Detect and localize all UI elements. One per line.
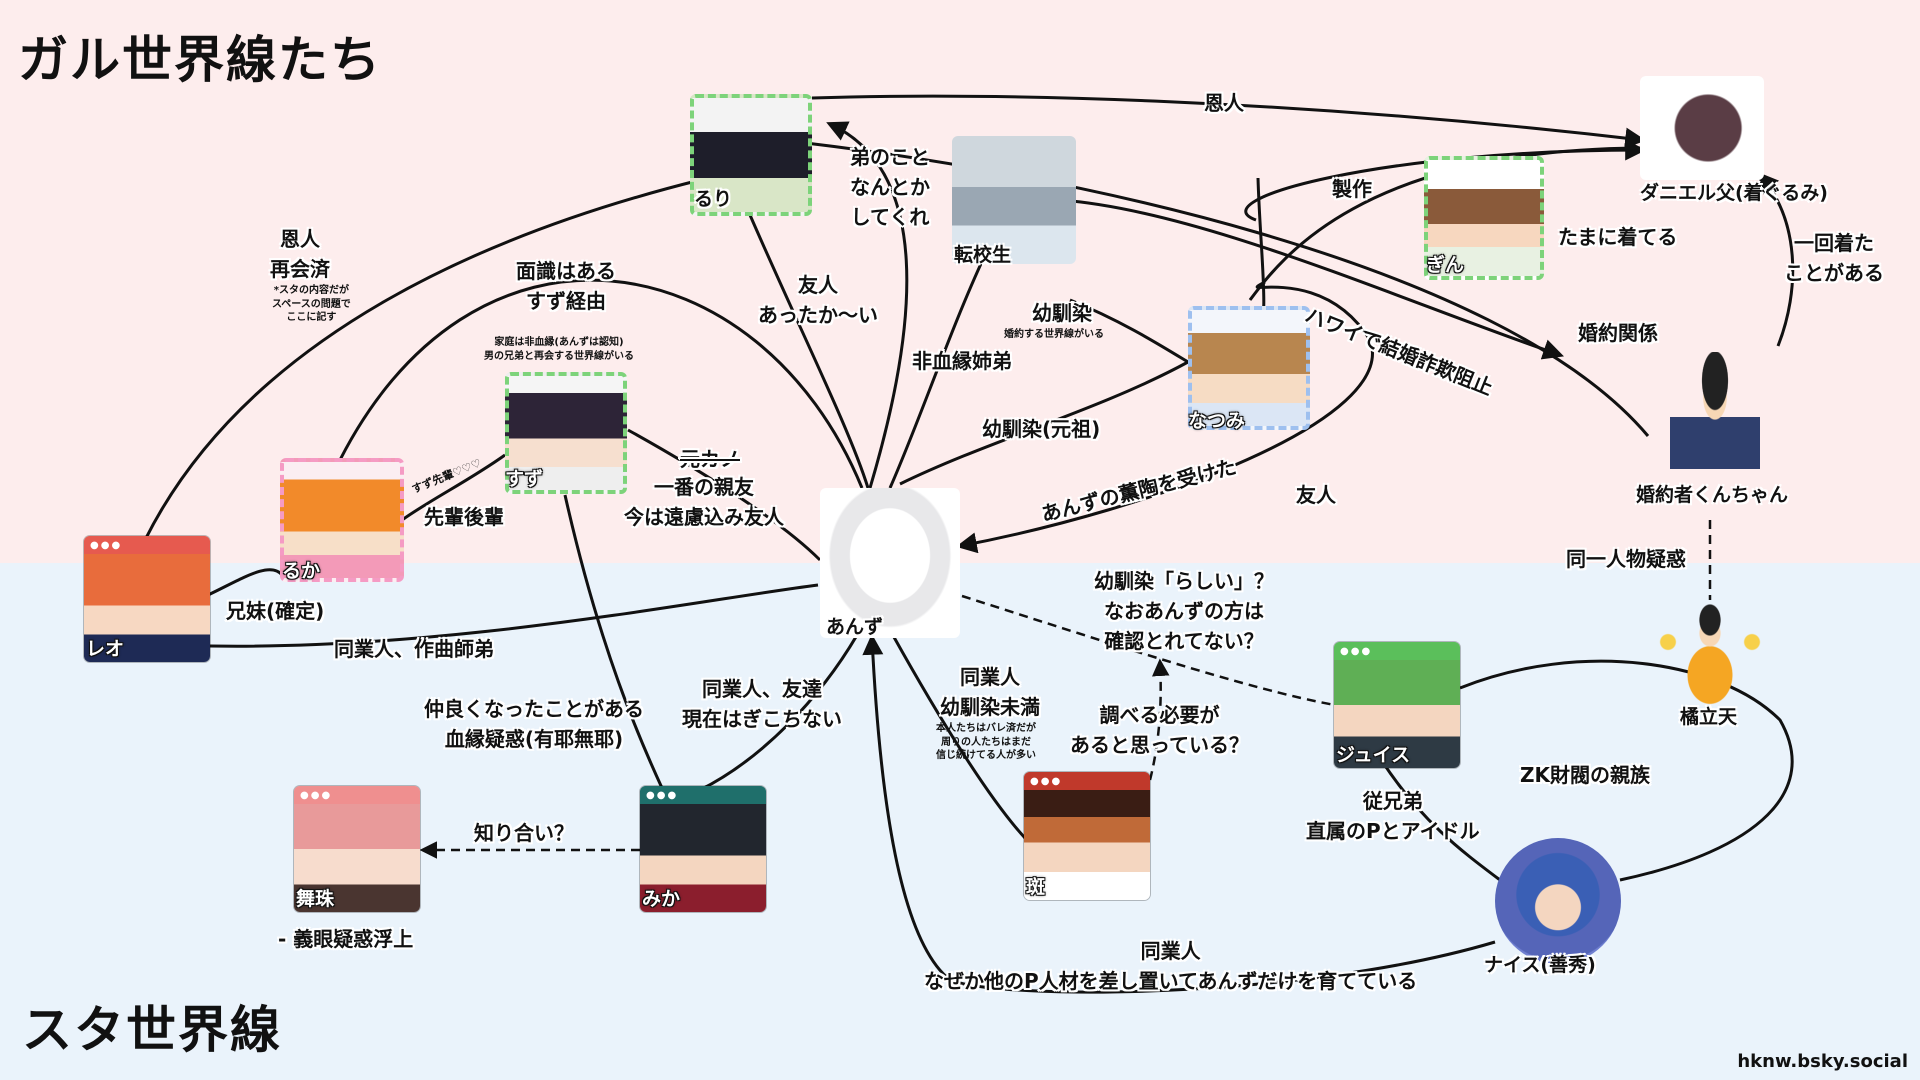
label-ototo: 弟のこと なんとか してくれ <box>850 145 930 229</box>
line-ruri-daniel <box>811 94 1647 149</box>
label-dougyou-sakkyoku: 同業人、作曲師弟 <box>334 637 494 661</box>
line-ruri-anzu <box>748 214 870 489</box>
line-natsumi-anzu <box>899 360 1189 486</box>
label-madara-note: 本人たちはバレ済だが 周りの人たちはまだ 信じ続けてる人が多い <box>936 723 1036 761</box>
label-ichido-kita: 一回着た ことがある <box>1784 231 1884 285</box>
label-gigan: - 義眼疑惑浮上 <box>278 927 414 951</box>
label-tamani: たまに着てる <box>1558 225 1678 249</box>
line-suzu-mika <box>563 494 664 789</box>
line-leo-anzu <box>209 583 819 648</box>
label-osananajimi-ganso: 幼馴染(元祖) <box>982 417 1101 441</box>
label-douitsu: 同一人物疑惑 <box>1566 547 1686 571</box>
line-tenkou-hawaii <box>1059 198 1564 360</box>
label-dougyou-nice: 同業人 なぜか他のP人材を差し置いてあんずだけを育てている <box>924 939 1418 993</box>
label-osananajimi-tenkou: 幼馴染 <box>1032 301 1092 325</box>
label-itoko: 従兄弟 直属のPとアイドル <box>1306 789 1480 843</box>
line-ruka-anzu <box>333 278 864 489</box>
label-hiketsuen: 非血縁姉弟 <box>912 349 1012 373</box>
line-juis-nice <box>1378 757 1501 882</box>
line-natsumi-daniel <box>1248 146 1641 301</box>
line-kunto <box>955 280 1374 554</box>
line-anzu-ruri <box>826 121 909 489</box>
line-konyaku-daniel <box>1757 171 1795 347</box>
label-ichiban: 一番の親友 今は遠慮込み友人 <box>624 475 784 529</box>
label-rashii: 幼馴染「らしい」？ なおあんずの方は 確認とれてない？ <box>1094 569 1274 653</box>
line-ruri-leo <box>143 178 701 541</box>
label-onjin-daniel: 恩人 <box>1204 91 1244 115</box>
label-dougyou-madara: 同業人 幼馴染未満 <box>940 665 1040 719</box>
line-ruri-konyaku <box>779 138 1650 437</box>
label-onjin-leo-note: *スタの内容だが スペースの問題で ここに記す <box>272 285 351 323</box>
line-anzu-madara <box>888 629 1027 840</box>
line-suzu-anzu <box>627 428 822 562</box>
label-motokano: 元カノ <box>680 447 740 471</box>
label-suzu-note: 家庭は非血縁(あんずは認知) 男の兄弟と再会する世界線がいる <box>484 337 634 362</box>
label-shiriai: 知り合い？ <box>474 821 574 845</box>
line-shiraberu <box>1148 658 1170 781</box>
line-anzu-mika <box>699 629 862 792</box>
line-nice-anzu <box>862 633 1496 994</box>
label-shiraberu: 調べる必要が あると思っている？ <box>1070 703 1249 757</box>
sta-world-title: スタ世界線 <box>22 1001 282 1059</box>
credit: hknw.bsky.social <box>1737 1051 1908 1072</box>
line-leo-ruka <box>207 568 284 597</box>
line-juis-kitsu <box>1459 659 1794 882</box>
label-yuujin-right: 友人 <box>1296 483 1336 507</box>
label-osananajimi-note: 婚約する世界線がいる <box>1004 329 1104 340</box>
label-konyaku-kankei: 婚約関係 <box>1578 321 1658 345</box>
line-suzu-ruka <box>401 453 506 522</box>
label-yuujin-ruri: 友人 あったか〜い <box>758 273 878 327</box>
label-kyoudai: 兄妹(確定) <box>226 599 325 623</box>
line-tenkou-anzu <box>888 254 987 489</box>
label-senpai-kouhai: 先輩後輩 <box>424 505 504 529</box>
gal-world-title: ガル世界線たち <box>18 31 382 89</box>
label-zk: ZK財閥の親族 <box>1520 763 1650 787</box>
label-dougyou-mika: 同業人、友達 現在はぎこちない <box>682 677 842 731</box>
label-onjin-leo: 恩人 再会済 <box>270 227 330 281</box>
line-tenkou-natsumi <box>1069 298 1189 364</box>
label-nakayoku: 仲良くなったことがある 血縁疑惑(有耶無耶) <box>424 697 644 751</box>
label-seisaku: 製作 <box>1332 177 1372 201</box>
label-menshiki: 面識はある すず経由 <box>516 259 616 313</box>
